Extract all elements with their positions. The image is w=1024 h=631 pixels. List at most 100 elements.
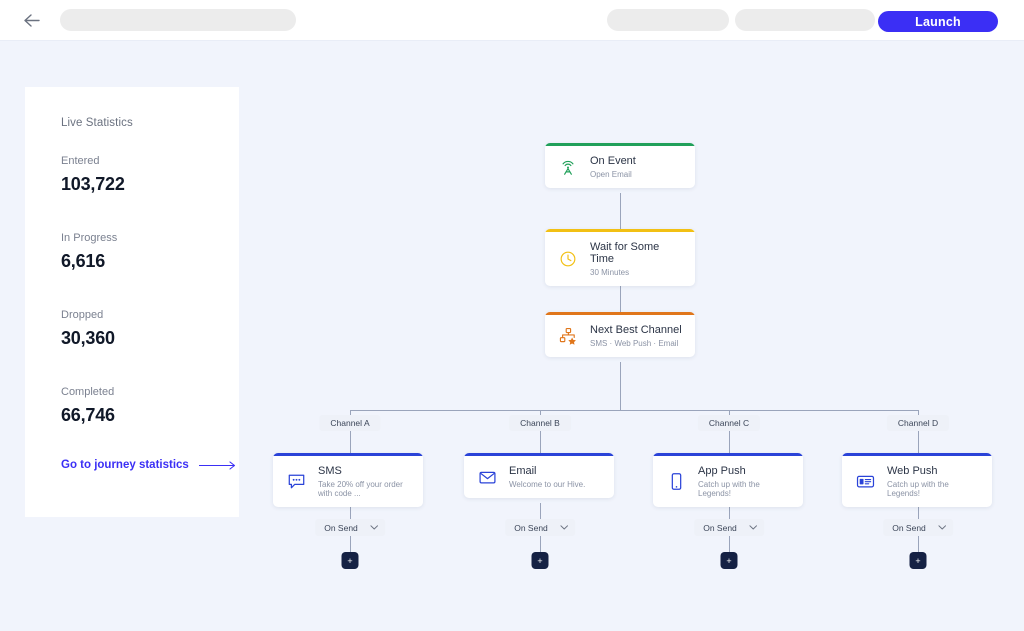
node-title: Wait for Some Time: [590, 241, 660, 265]
branch-star-icon: [557, 325, 579, 347]
branch-label-channel-d[interactable]: Channel D: [886, 415, 950, 431]
add-step-button-d[interactable]: +: [909, 552, 927, 569]
node-channel-email[interactable]: Email Welcome to our Hive.: [464, 453, 614, 498]
node-accent-bar: [545, 229, 695, 232]
stat-label: Completed: [61, 386, 115, 398]
node-subtitle: SMS · Web Push · Email: [590, 339, 679, 348]
on-send-dropdown-d[interactable]: On Send: [883, 519, 953, 536]
node-accent-bar: [464, 453, 614, 456]
node-accent-bar: [545, 143, 695, 146]
connector-card-onsend-c: [729, 503, 730, 519]
connector-drop-a: [350, 410, 351, 415]
antenna-icon: [557, 156, 579, 178]
node-accent-bar: [273, 453, 423, 456]
node-subtitle: Catch up with the Legends!: [698, 480, 760, 498]
envelope-icon: [476, 466, 498, 488]
node-subtitle: Take 20% off your order with code ...: [318, 480, 403, 498]
node-subtitle: Open Email: [590, 170, 632, 179]
connector-pill-card-c: [729, 431, 730, 453]
on-send-dropdown-c[interactable]: On Send: [694, 519, 764, 536]
live-statistics-panel: Live Statistics Entered 103,722 In Progr…: [25, 87, 239, 517]
journey-name-placeholder[interactable]: [60, 9, 296, 31]
on-send-label: On Send: [703, 522, 737, 533]
connector-pill-card-b: [540, 431, 541, 453]
node-channel-sms[interactable]: SMS Take 20% off your order with code ..…: [273, 453, 423, 507]
node-subtitle: Welcome to our Hive.: [509, 480, 586, 489]
node-title: On Event: [590, 155, 636, 167]
connector-card-onsend-d: [918, 503, 919, 519]
on-send-label: On Send: [892, 522, 926, 533]
stat-entered: Entered 103,722: [61, 155, 125, 195]
node-accent-bar: [653, 453, 803, 456]
connector-drop-d: [918, 410, 919, 415]
branch-label-channel-a[interactable]: Channel A: [319, 415, 381, 431]
chevron-down-icon: [937, 525, 946, 530]
on-send-dropdown-a[interactable]: On Send: [315, 519, 385, 536]
stat-dropped: Dropped 30,360: [61, 309, 115, 349]
link-label: Go to journey statistics: [61, 459, 189, 471]
node-wait-for-some-time[interactable]: Wait for Some Time 30 Minutes: [545, 229, 695, 286]
branch-label-channel-b[interactable]: Channel B: [509, 415, 571, 431]
node-subtitle: Catch up with the Legends!: [887, 480, 949, 498]
launch-button[interactable]: Launch: [878, 11, 998, 32]
node-title: Web Push: [887, 465, 938, 477]
node-on-event[interactable]: On Event Open Email: [545, 143, 695, 188]
chevron-down-icon: [559, 525, 568, 530]
header-placeholder-a[interactable]: [607, 9, 729, 31]
node-title: Email: [509, 465, 537, 477]
connector-card-onsend-b: [540, 503, 541, 519]
node-channel-web-push[interactable]: Web Push Catch up with the Legends!: [842, 453, 992, 507]
connector-event-wait: [620, 193, 621, 229]
add-step-button-a[interactable]: +: [341, 552, 359, 569]
back-arrow-icon: [23, 13, 40, 27]
node-title: Next Best Channel: [590, 324, 682, 336]
connector-onsend-plus-a: [350, 536, 351, 552]
add-step-button-b[interactable]: +: [531, 552, 549, 569]
stat-value: 103,722: [61, 174, 125, 194]
arrow-right-icon: [198, 460, 235, 470]
node-subtitle: 30 Minutes: [590, 268, 630, 277]
clock-icon: [557, 248, 579, 270]
connector-drop-c: [729, 410, 730, 415]
stat-label: Entered: [61, 155, 100, 167]
stat-label: Dropped: [61, 309, 104, 321]
header-placeholder-b[interactable]: [735, 9, 875, 31]
on-send-label: On Send: [514, 522, 548, 533]
node-title: SMS: [318, 465, 342, 477]
connector-wait-nbc: [620, 279, 621, 312]
node-next-best-channel[interactable]: Next Best Channel SMS · Web Push · Email: [545, 312, 695, 357]
add-step-button-c[interactable]: +: [720, 552, 738, 569]
stat-value: 6,616: [61, 251, 106, 271]
stat-value: 66,746: [61, 405, 115, 425]
stat-in-progress: In Progress 6,616: [61, 232, 117, 272]
node-accent-bar: [545, 312, 695, 315]
mobile-icon: [665, 471, 687, 493]
browser-window-icon: [854, 471, 876, 493]
on-send-dropdown-b[interactable]: On Send: [505, 519, 575, 536]
connector-onsend-plus-b: [540, 536, 541, 552]
connector-nbc-branch: [620, 362, 621, 410]
connector-pill-card-a: [350, 431, 351, 453]
node-accent-bar: [842, 453, 992, 456]
journey-canvas: On Event Open Email Wait for Some Time 3…: [0, 41, 1024, 631]
stat-label: In Progress: [61, 232, 118, 244]
connector-onsend-plus-d: [918, 536, 919, 552]
sms-bubble-icon: [285, 471, 307, 493]
node-title: App Push: [698, 465, 746, 477]
stat-completed: Completed 66,746: [61, 386, 115, 426]
connector-card-onsend-a: [350, 503, 351, 519]
chevron-down-icon: [748, 525, 757, 530]
connector-pill-card-d: [918, 431, 919, 453]
back-button[interactable]: [16, 5, 46, 35]
stat-value: 30,360: [61, 328, 115, 348]
node-channel-app-push[interactable]: App Push Catch up with the Legends!: [653, 453, 803, 507]
on-send-label: On Send: [324, 522, 358, 533]
connector-drop-b: [540, 410, 541, 415]
connector-onsend-plus-c: [729, 536, 730, 552]
app-header: Launch: [0, 0, 1024, 41]
branch-label-channel-c[interactable]: Channel C: [697, 415, 761, 431]
connector-branch-bus: [350, 410, 918, 411]
panel-title: Live Statistics: [61, 117, 133, 129]
go-to-journey-statistics-link[interactable]: Go to journey statistics: [61, 459, 237, 471]
chevron-down-icon: [369, 525, 378, 530]
